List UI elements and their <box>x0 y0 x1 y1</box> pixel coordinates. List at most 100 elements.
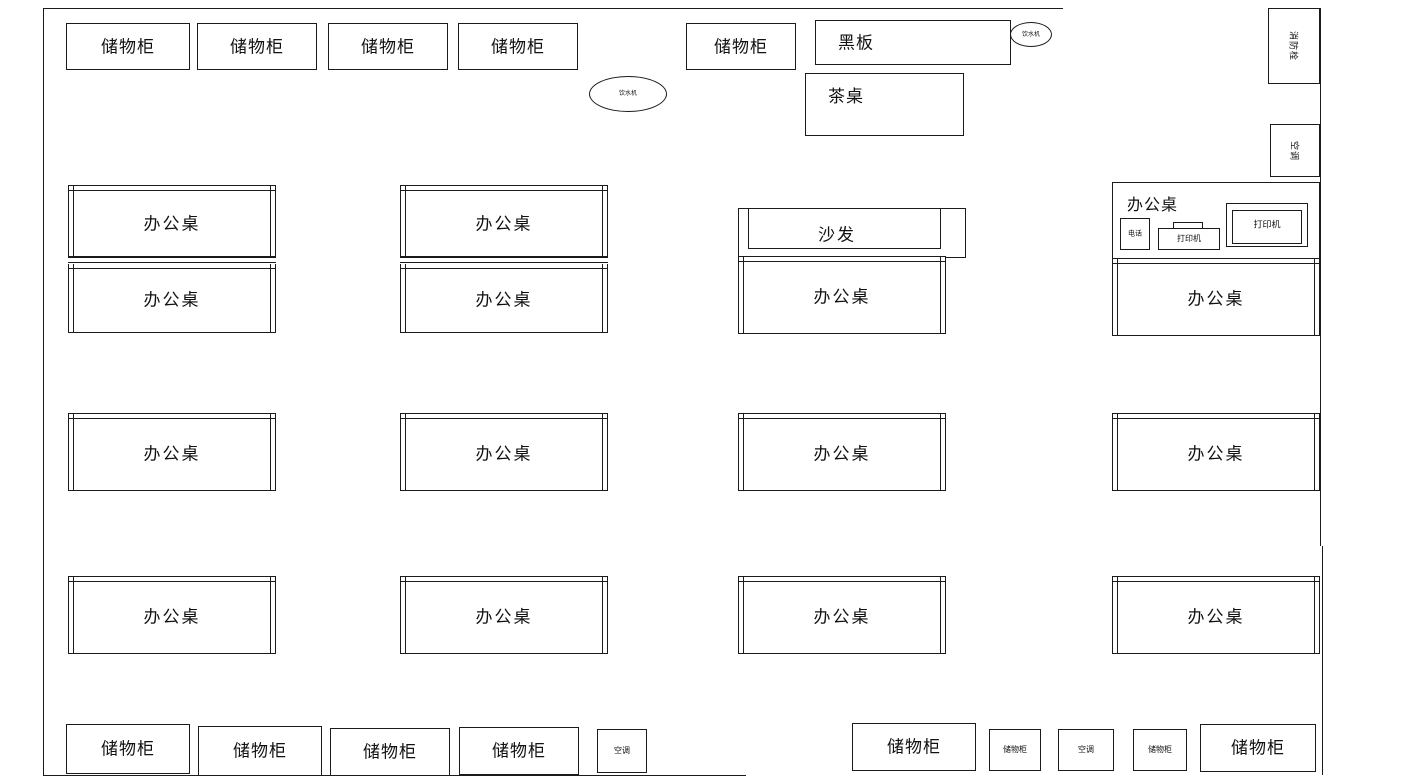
sofa[interactable]: 沙发 <box>738 208 966 258</box>
ac-botr-1-label: 空调 <box>1078 745 1094 754</box>
cabinet-botr-1-label: 储物柜 <box>887 737 941 757</box>
divider-line-top <box>400 257 608 258</box>
tea-table-label: 茶桌 <box>828 87 864 106</box>
desk-rail-right <box>1314 414 1315 490</box>
cabinet-botr-2[interactable]: 储物柜 <box>989 729 1041 771</box>
desk-rail-left <box>743 257 744 333</box>
desk-r2-c4[interactable]: 办公桌 <box>1112 413 1320 491</box>
desk-rail-top <box>739 581 945 582</box>
desk-rail-right <box>602 264 603 332</box>
desk-rail-right <box>940 577 941 653</box>
desk-rail-right <box>270 186 271 256</box>
desk-pair-col1-top[interactable]: 办公桌 <box>68 185 276 257</box>
tea-table[interactable]: 茶桌 <box>805 73 964 136</box>
desk-pair-col2-divider <box>400 257 608 264</box>
water-dispenser-marker-center[interactable]: 饮水机 <box>589 76 667 112</box>
desk-label: 办公桌 <box>475 290 533 310</box>
cabinet-top-2[interactable]: 储物柜 <box>197 23 317 70</box>
desk-label: 办公桌 <box>813 607 871 627</box>
cabinet-label: 储物柜 <box>230 37 284 56</box>
printer-desk-frame-label: 办公桌 <box>1127 197 1179 214</box>
desk-rail-right <box>602 577 603 653</box>
vbox-label: 空调 <box>1289 140 1300 161</box>
desk-rail-top <box>401 268 607 269</box>
desk-rail-left <box>73 186 74 256</box>
cabinet-top-5[interactable]: 储物柜 <box>686 23 796 70</box>
desk-rail-top <box>401 190 607 191</box>
wall-right-upper <box>1320 8 1321 546</box>
vbox-air-conditioner[interactable]: 空调 <box>1270 124 1320 177</box>
cabinet-bot-2[interactable]: 储物柜 <box>198 726 322 776</box>
desk-rail-right <box>940 414 941 490</box>
desk-label: 办公桌 <box>813 444 871 464</box>
desk-rail-top <box>69 268 275 269</box>
desk-rail-left <box>73 264 74 332</box>
cabinet-botr-4-label: 储物柜 <box>1231 738 1285 758</box>
desk-pair-col1-bottom[interactable]: 办公桌 <box>68 263 276 333</box>
cabinet-bot-1[interactable]: 储物柜 <box>66 724 190 774</box>
desk-pair-col2-bottom[interactable]: 办公桌 <box>400 263 608 333</box>
wall-right-lower <box>1322 546 1323 775</box>
water-dispenser-marker-right[interactable]: 饮水机 <box>1010 22 1052 47</box>
desk-rail-right <box>1314 259 1315 335</box>
desk-r3-c2[interactable]: 办公桌 <box>400 576 608 654</box>
desk-rail-right <box>1314 577 1315 653</box>
equip-printer-1[interactable]: 打印机 <box>1158 222 1220 250</box>
sofa-label: 沙发 <box>818 225 856 245</box>
desk-rail-top <box>401 418 607 419</box>
desk-r2-c2[interactable]: 办公桌 <box>400 413 608 491</box>
desk-rail-right <box>602 414 603 490</box>
desk-r3-c3[interactable]: 办公桌 <box>738 576 946 654</box>
desk-label: 办公桌 <box>143 290 201 310</box>
blackboard-label: 黑板 <box>838 33 874 52</box>
desk-label: 办公桌 <box>1187 444 1245 464</box>
desk-rail-top <box>69 418 275 419</box>
desk-label: 办公桌 <box>143 607 201 627</box>
desk-label: 办公桌 <box>143 214 201 234</box>
desk-rail-left <box>405 414 406 490</box>
cabinet-botr-3[interactable]: 储物柜 <box>1133 729 1187 771</box>
equip-printer-1-label: 打印机 <box>1177 234 1201 243</box>
cabinet-top-3[interactable]: 储物柜 <box>328 23 448 70</box>
desk-label: 办公桌 <box>475 607 533 627</box>
divider-line-bottom <box>68 262 276 263</box>
desk-rail-left <box>73 414 74 490</box>
ac-botr-1[interactable]: 空调 <box>1058 729 1114 771</box>
desk-r3-c4[interactable]: 办公桌 <box>1112 576 1320 654</box>
vbox-fire-hydrant[interactable]: 消防栓 <box>1268 8 1320 84</box>
equip-printer-2[interactable]: 打印机 <box>1226 203 1308 247</box>
desk-r2-c1[interactable]: 办公桌 <box>68 413 276 491</box>
desk-pair-col2-top[interactable]: 办公桌 <box>400 185 608 257</box>
desk-rail-left <box>1117 259 1118 335</box>
printer-desk[interactable]: 办公桌 <box>1112 258 1320 336</box>
desk-rail-top <box>739 418 945 419</box>
desk-r2-c3[interactable]: 办公桌 <box>738 413 946 491</box>
desk-rail-top <box>401 581 607 582</box>
equip-phone[interactable]: 电话 <box>1120 218 1150 250</box>
desk-rail-left <box>405 264 406 332</box>
desk-rail-right <box>270 264 271 332</box>
cabinet-botr-1[interactable]: 储物柜 <box>852 723 976 771</box>
cabinet-bot-3[interactable]: 储物柜 <box>330 728 450 776</box>
wall-left <box>43 8 44 775</box>
blackboard[interactable]: 黑板 <box>815 20 1011 65</box>
cabinet-bot-3-label: 储物柜 <box>363 742 417 762</box>
desk-rail-top <box>69 581 275 582</box>
ac-bot-1[interactable]: 空调 <box>597 729 647 773</box>
desk-label: 办公桌 <box>143 444 201 464</box>
cabinet-top-4[interactable]: 储物柜 <box>458 23 578 70</box>
desk-r3-c1[interactable]: 办公桌 <box>68 576 276 654</box>
desk-rail-left <box>743 577 744 653</box>
desk-under-sofa[interactable]: 办公桌 <box>738 256 946 334</box>
desk-label: 办公桌 <box>475 214 533 234</box>
equip-printer-1-cap <box>1173 222 1203 229</box>
cabinet-botr-3-label: 储物柜 <box>1148 745 1172 754</box>
cabinet-bot-4[interactable]: 储物柜 <box>459 727 579 775</box>
divider-line-bottom <box>400 262 608 263</box>
desk-rail-top <box>1113 263 1319 264</box>
divider-line-top <box>68 257 276 258</box>
cabinet-top-1[interactable]: 储物柜 <box>66 23 190 70</box>
desk-rail-left <box>743 414 744 490</box>
cabinet-botr-4[interactable]: 储物柜 <box>1200 724 1316 772</box>
